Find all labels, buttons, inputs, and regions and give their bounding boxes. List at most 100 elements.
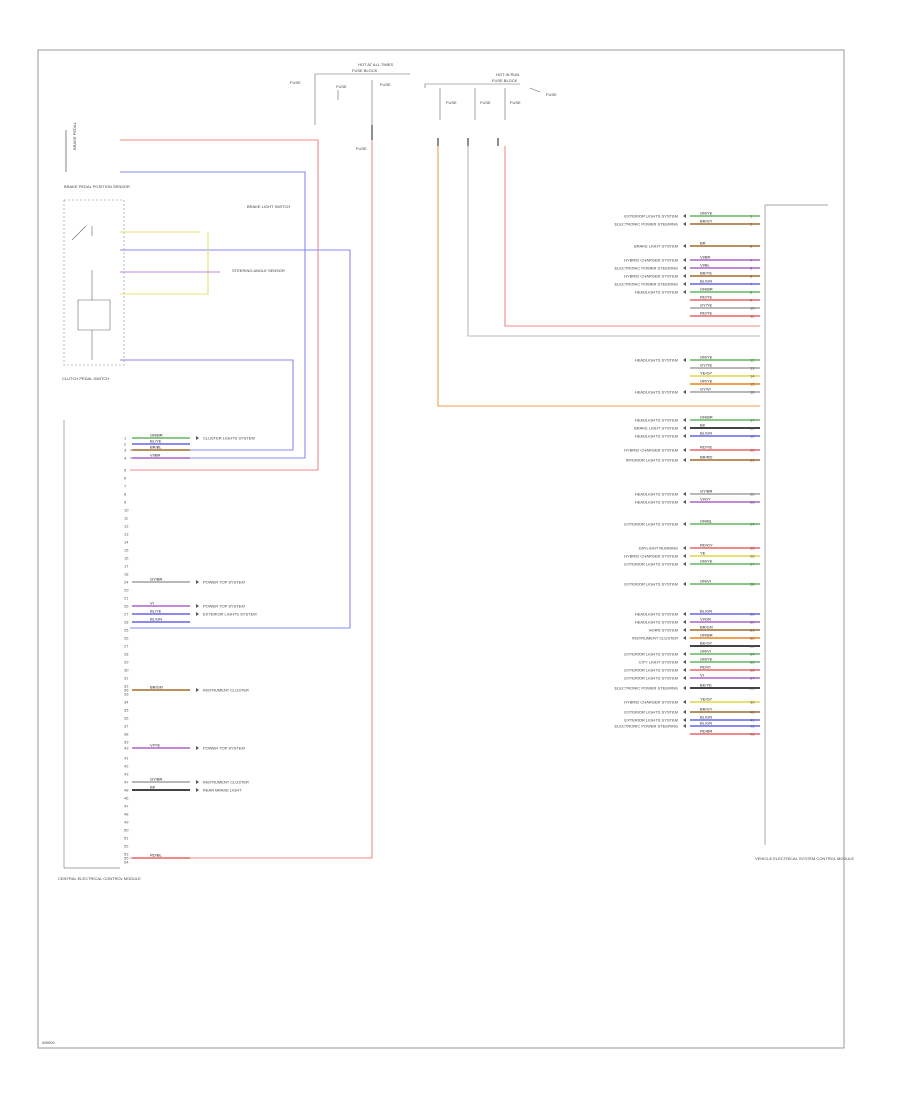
pin-number: 6 — [750, 274, 753, 279]
fuse-right-subheader: FUSE BLOCK — [492, 78, 518, 83]
wire-destination: HEADLIGHTS SYSTEM — [635, 418, 678, 423]
pin-number: 5 — [750, 266, 753, 271]
pin-number: 30 — [750, 620, 755, 625]
pin-number: 20 — [124, 588, 129, 593]
wire-code: GN/VI — [700, 649, 711, 654]
wire-code: GN/YE — [700, 355, 713, 360]
pin-number: 2 — [750, 222, 753, 227]
pin-number: 8 — [124, 492, 127, 497]
pin-number: 29 — [750, 612, 755, 617]
pin-number: 32 — [750, 636, 755, 641]
wire-code: RD/YE — [700, 311, 713, 316]
connector-arrow-icon — [683, 434, 686, 438]
wire-destination: BRAKE LIGHT SYSTEM — [634, 244, 678, 249]
diagram-frame — [37, 49, 845, 1049]
wire-code: GY/VI — [700, 387, 711, 392]
pin-number: 5 — [124, 468, 127, 473]
connector-arrow-icon — [683, 700, 686, 704]
wire-destination: POWER TOP SYSTEM — [203, 580, 245, 585]
right-connector-row: RD/YE9 — [690, 295, 760, 303]
top-component-label: BRAKE PEDAL — [72, 121, 77, 150]
pin-number: 19 — [750, 434, 755, 439]
pin-number: 12 — [124, 524, 129, 529]
pin-number: 14 — [750, 374, 755, 379]
pin-number: 50 — [124, 828, 129, 833]
pin-number: 43 — [750, 732, 755, 737]
wire-code: YE/GY — [700, 697, 713, 702]
left-connector-row: 4VI/BR — [124, 453, 190, 461]
connector-arrow-icon — [683, 582, 686, 586]
pin-number: 53 — [124, 852, 129, 857]
pin-number: 34 — [750, 652, 755, 657]
pin-number: 9 — [124, 500, 127, 505]
connector-arrow-icon — [683, 426, 686, 430]
wire-destination: EXTERIOR LIGHTS SYSTEM — [624, 710, 678, 715]
wire-code: BK — [150, 785, 156, 790]
connector-arrow-icon — [683, 660, 686, 664]
connector-arrow-icon — [196, 580, 199, 584]
pin-number: 42 — [750, 724, 755, 729]
wire-code: GY/BR — [700, 489, 713, 494]
pin-number: 37 — [750, 676, 755, 681]
pin-number: 30 — [124, 668, 129, 673]
connector-arrow-icon — [683, 244, 686, 248]
pin-number: 43 — [124, 746, 129, 751]
connector-arrow-icon — [196, 604, 199, 608]
connector-arrow-icon — [683, 686, 686, 690]
pin-number: 33 — [124, 692, 129, 697]
wire-code: BR/GN — [700, 625, 713, 630]
connector-arrow-icon — [683, 668, 686, 672]
left-module-outline — [63, 420, 120, 869]
wire-destination: HYBRID CHARGER SYSTEM — [624, 554, 678, 559]
wire-destination: HYBRID CHARGER SYSTEM — [624, 258, 678, 263]
connector-arrow-icon — [683, 500, 686, 504]
wire-code: BR — [700, 241, 706, 246]
wire-code: RD/YE — [700, 295, 713, 300]
connector-arrow-icon — [683, 554, 686, 558]
connector-arrow-icon — [683, 458, 686, 462]
fuse-left-branch-3: FUSE — [380, 82, 391, 87]
left-unit-caption: CENTRAL ELECTRICAL CONTROL MODULE — [58, 876, 141, 881]
fuse-right-header: HOT IN RUN — [496, 72, 519, 77]
wire-code: BK/YE — [700, 683, 712, 688]
connector-arrow-icon — [196, 788, 199, 792]
wire-code: GN/YE — [700, 657, 713, 662]
wire-code: BR/GY — [700, 219, 713, 224]
wire-code: VI/BR — [700, 255, 711, 260]
wire-code: GN/BR — [150, 433, 163, 438]
pin-number: 43 — [124, 772, 129, 777]
pin-number: 11 — [124, 516, 129, 521]
pin-number: 55 — [124, 856, 129, 861]
pin-number: 21 — [750, 458, 755, 463]
wire-code: VI/YE — [150, 743, 161, 748]
pin-number: 26 — [124, 604, 129, 609]
connector-arrow-icon — [683, 274, 686, 278]
fuse-left-subheader: FUSE BLOCK — [352, 68, 378, 73]
wire-destination: HEADLIGHTS SYSTEM — [635, 390, 678, 395]
wire-code: VI/BR — [150, 453, 161, 458]
pin-number: 28 — [750, 582, 755, 587]
wire-destination: HYBRID CHARGER SYSTEM — [624, 274, 678, 279]
connector-arrow-icon — [683, 448, 686, 452]
wire-code: RD/BL — [150, 853, 163, 858]
pin-number: 46 — [124, 796, 129, 801]
connector-arrow-icon — [683, 258, 686, 262]
right-module-outline — [764, 204, 828, 845]
